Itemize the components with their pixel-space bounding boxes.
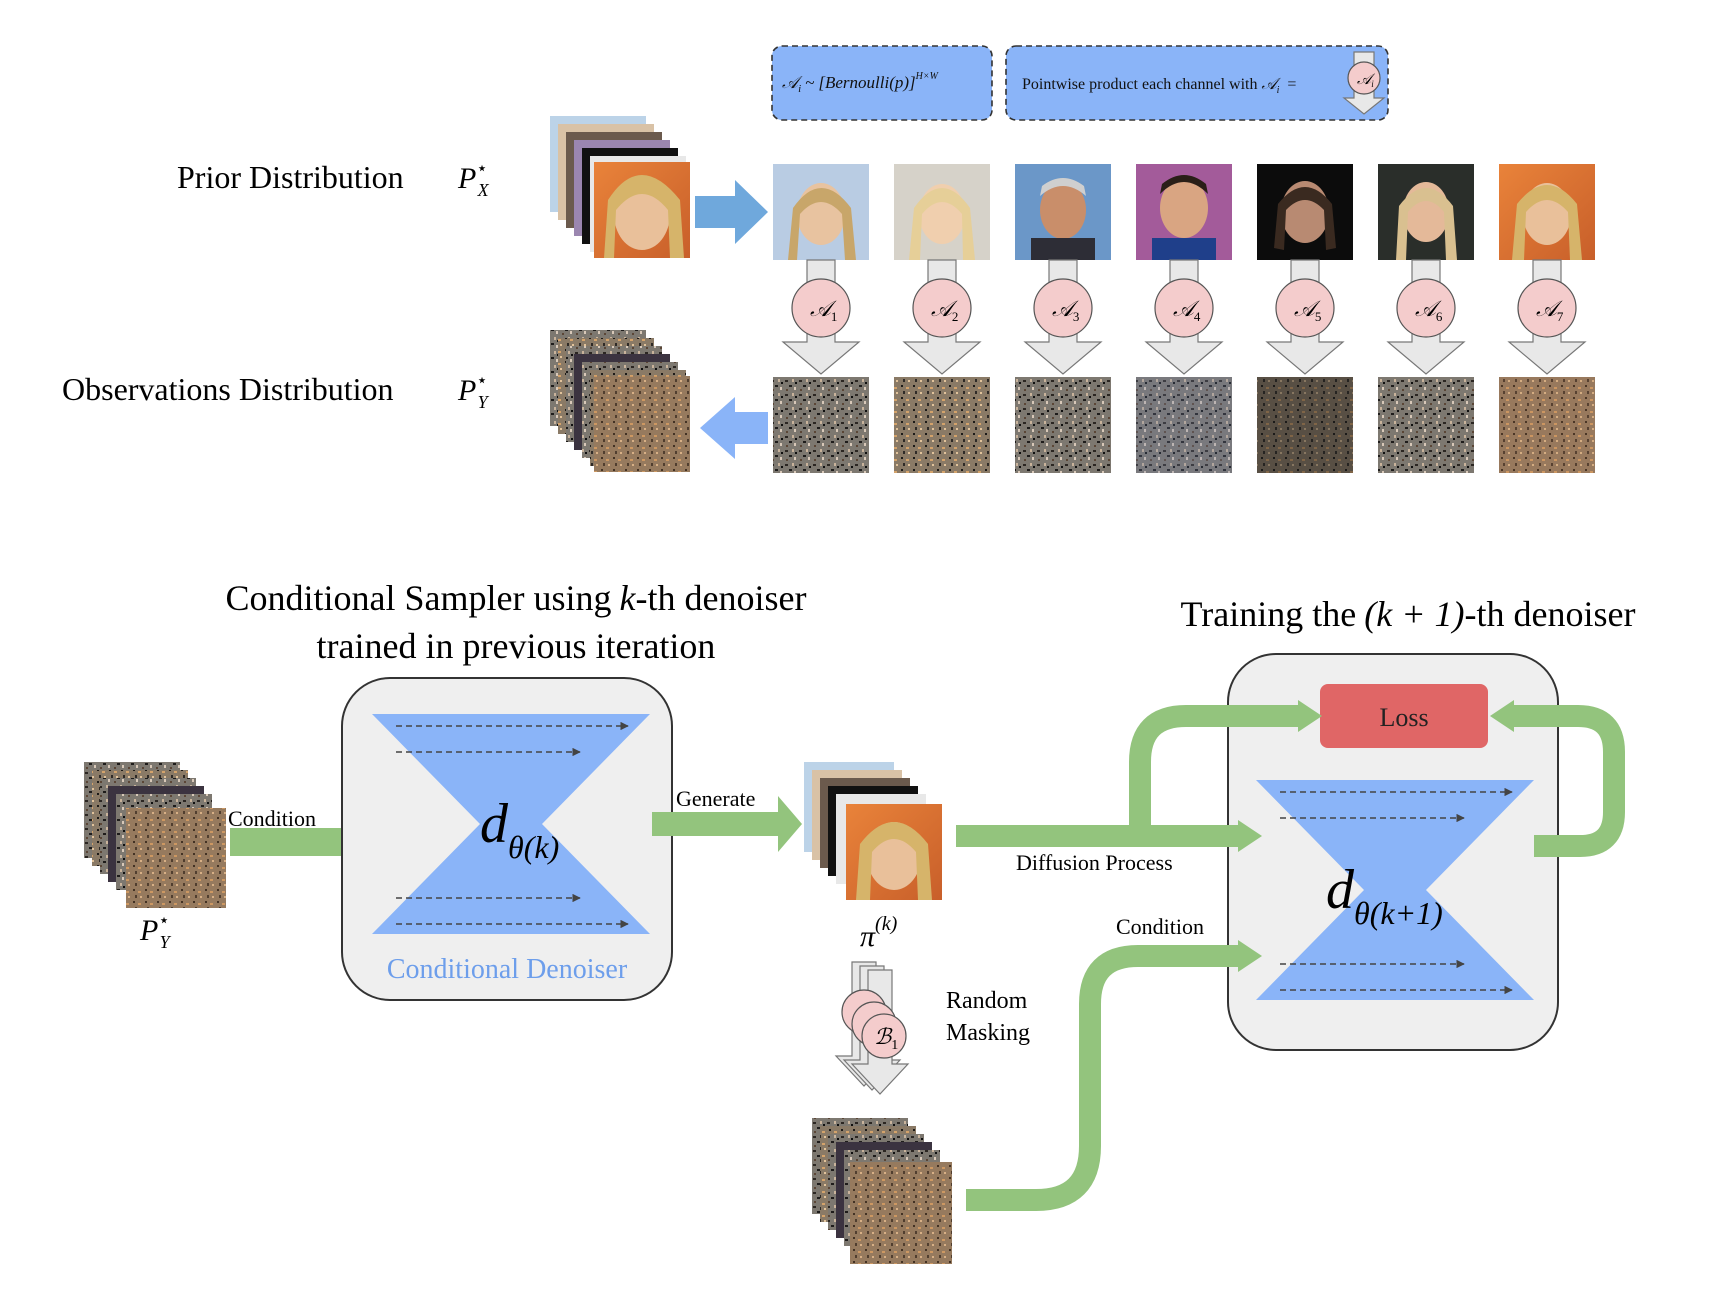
conditional-denoiser: dθ(k) Conditional Denoiser [341,677,673,1001]
right-title: Training the(k + 1)-th denoiser [1181,594,1636,634]
prior-label: Prior Distribution [177,159,404,195]
observation-row [773,377,1595,473]
py-label: P⋆Y [139,910,172,952]
bernoulli-i: i [798,83,801,95]
bernoulli-dims: H×W [915,71,940,82]
face-row [773,164,1595,260]
pi-label: π(k) [860,913,898,953]
d-theta-k: dθ(k) [480,793,559,865]
condition-arrow-right [966,940,1262,1211]
pi-stack [804,762,942,900]
face-2 [894,164,990,260]
loss-box [1320,684,1488,748]
mask-arrow-7: 𝒜7 [1507,259,1587,375]
obs-6 [1378,377,1474,473]
mask-label-2: 𝒜2 [931,296,958,324]
mask-arrow-3: 𝒜3 [1023,259,1103,375]
pointwise-A: 𝒜 [1262,76,1282,93]
hourglass-left [372,714,650,934]
mask-arrow-6: 𝒜6 [1386,259,1466,375]
py-stack [84,762,226,908]
condition-label-left: Condition [228,806,316,831]
denoiser-caption: Conditional Denoiser [387,954,628,985]
diffusion-process-arrow [956,700,1322,852]
observation-arrow [700,397,768,459]
prior-arrow [695,180,768,244]
condition-arrow-left [230,812,372,872]
obs-2 [894,377,990,473]
mask-arrow-4: 𝒜4 [1144,259,1224,375]
loss-label: Loss [1379,703,1428,732]
mask-arrows: 𝒜1 𝒜2 𝒜3 𝒜4 𝒜5 𝒜6 𝒜7 [781,259,1587,375]
bernoulli-dist: [Bernoulli(p)] [818,73,915,92]
condition-label-right: Condition [1116,914,1204,939]
obs-3 [1015,377,1111,473]
bernoulli-A: 𝒜 [782,73,803,92]
masking-label: Masking [946,1020,1030,1046]
mask-arrow-1: 𝒜1 [781,259,861,375]
bernoulli-note: 𝒜i ~[Bernoulli(p)]H×W [771,45,993,121]
diffusion-label: Diffusion Process [1016,850,1173,875]
masked-stack [812,1118,952,1264]
b1-label: ℬ1 [874,1024,898,1053]
icon-i: i [1371,79,1374,89]
generate-arrow [652,796,802,852]
obs-1 [773,377,869,473]
random-label: Random [946,988,1028,1014]
pointwise-eq: = [1287,76,1296,93]
obs-label: Observations Distribution [62,371,394,407]
generate-label: Generate [676,786,755,811]
observation-stack [550,330,690,472]
face-7 [1499,164,1595,260]
face-4 [1136,164,1232,260]
obs-symbol: P⋆Y [457,370,490,412]
prior-image-stack [550,116,690,258]
loss-feedback-arrow [1490,700,1625,857]
mask-arrow-5: 𝒜5 [1265,259,1345,375]
left-title-line2: trained in previous iteration [317,626,716,666]
random-masking-arrow: ℬ1 [834,961,910,1095]
d-theta-k1: dθ(k+1) [1326,859,1443,931]
hourglass-right [1256,780,1534,1000]
pointwise-i: i [1277,85,1280,96]
prior-symbol: P⋆X [457,158,490,200]
face-6 [1378,164,1474,260]
bernoulli-tilde: ~ [805,73,814,92]
training-box: Loss dθ(k+1) [1227,653,1559,1051]
mask-arrow-2: 𝒜2 [902,259,982,375]
face-1 [773,164,869,260]
pointwise-text: Pointwise product each channel with [1022,76,1258,93]
face-3 [1015,164,1111,260]
face-5 [1257,164,1353,260]
svg-text:𝒜i~[Bernoulli(p)]H×W: 𝒜i ~[Bernoulli(p)]H×W [782,71,940,95]
